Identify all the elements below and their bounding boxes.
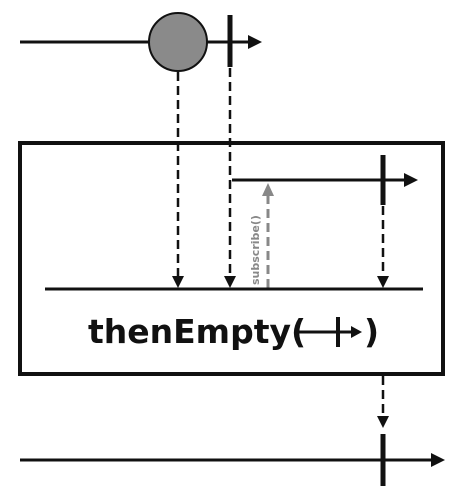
operator-box: subscribe() thenEmpty( ): [18, 141, 445, 376]
completion-projection-arrowhead: [224, 276, 236, 288]
output-projection-arrowhead: [377, 416, 389, 428]
operator-label-close: ): [364, 312, 379, 351]
output-timeline-arrowhead: [431, 453, 445, 467]
source-element-marble: [148, 12, 208, 72]
output-timeline: [20, 434, 445, 486]
source-timeline-arrowhead: [248, 35, 262, 49]
inner-publisher-arrowhead: [404, 173, 418, 187]
element-projection-arrowhead: [172, 276, 184, 288]
subscribe-label: subscribe(): [249, 215, 262, 285]
glyph-arrowhead: [351, 326, 362, 338]
operator-label-publisher-glyph: [294, 317, 362, 347]
operator-box-frame: [18, 141, 445, 376]
subscribe-arrowhead: [262, 183, 274, 196]
operator-label: thenEmpty(: [88, 312, 306, 351]
inner-completion-projection-arrowhead: [377, 276, 389, 288]
source-timeline: [20, 12, 262, 72]
